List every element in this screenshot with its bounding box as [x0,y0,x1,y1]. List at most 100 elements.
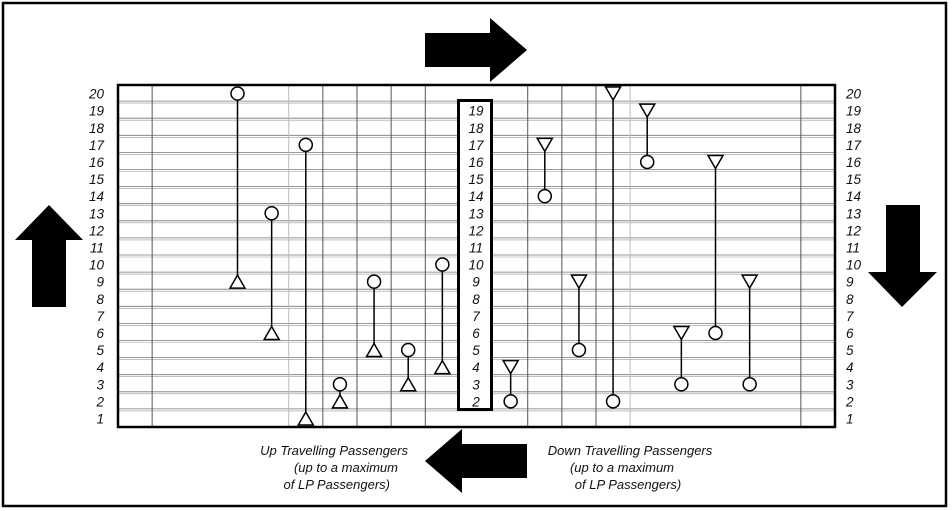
center-floor-label: 19 [468,104,484,119]
floor-label: 15 [89,172,105,187]
up-triangle [296,410,315,426]
origin-circle [674,377,689,392]
arrow-right-icon [425,18,527,82]
floor-label: 15 [846,172,862,187]
floor-label: 2 [845,394,854,409]
center-box-frame [457,99,493,411]
center-floor-label: 6 [472,326,480,341]
up-triangle [399,376,418,392]
floor-label: 11 [90,240,104,255]
floor-label: 13 [846,206,862,221]
floor-label: 19 [89,104,105,119]
down-triangle [501,359,520,376]
floor-label: 20 [845,87,862,102]
origin-circle [605,394,621,409]
center-floor-label: 4 [472,360,480,375]
floor-label: 17 [846,138,862,153]
floor-label: 7 [846,309,854,324]
origin-circle [571,342,587,358]
up-caption-line-3: of LP Passengers) [284,477,390,492]
center-floor-label: 7 [472,309,480,324]
down-triangle [535,137,554,153]
floor-label: 11 [846,240,860,255]
origin-circle [230,86,245,101]
floor-label: 4 [96,360,104,375]
arrow-down-icon [868,205,937,307]
floor-label: 4 [846,360,854,375]
origin-circle [435,257,450,272]
floor-label: 16 [89,155,105,170]
center-floor-label: 8 [472,292,480,307]
up-triangle [433,359,452,375]
floor-label: 3 [96,377,104,392]
floor-label: 16 [846,155,862,170]
down-triangle [570,274,588,290]
floor-label: 5 [96,343,104,358]
center-floor-label: 5 [472,343,480,358]
center-floor-label: 9 [472,275,480,290]
center-floor-label: 15 [468,172,484,187]
floor-label: 10 [89,258,105,273]
center-floor-label: 12 [468,223,484,238]
center-floor-label: 17 [468,138,484,153]
origin-circle [742,377,757,392]
arrow-left-icon [425,429,527,493]
up-triangle [331,393,349,409]
floor-label: 20 [88,87,105,102]
floor-label: 6 [96,326,104,341]
center-floor-label: 3 [472,377,480,392]
floor-label: 8 [96,292,104,307]
up-triangle [365,342,383,358]
floor-label: 10 [846,258,862,273]
origin-circle [332,377,348,392]
down-caption-line-2: (up to a maximum [570,460,674,475]
origin-circle [537,188,553,204]
down-caption: Down Travelling Passengers (up to a maxi… [548,443,713,492]
origin-circle [708,325,723,341]
center-floor-label: 14 [468,189,483,204]
up-caption: Up Travelling Passengers (up to a maximu… [260,443,408,492]
down-caption-line-1: Down Travelling Passengers [548,443,713,458]
center-floor-label: 16 [468,155,484,170]
arrow-up-icon [15,205,83,307]
down-triangle [604,86,622,102]
floor-label: 13 [89,206,105,221]
up-caption-line-2: (up to a maximum [294,460,398,475]
up-triangle [228,273,247,289]
floor-label: 18 [89,121,105,136]
floor-label: 19 [846,104,862,119]
origin-circle [639,154,655,170]
floor-label: 18 [846,121,862,136]
down-triangle [638,103,657,119]
floor-label: 12 [89,223,105,238]
up-caption-line-1: Up Travelling Passengers [260,443,408,458]
floor-label: 8 [846,292,854,307]
floor-label: 1 [96,411,104,426]
floor-label: 17 [89,138,105,153]
grid-border [116,83,837,429]
down-caption-line-3: of LP Passengers) [575,477,681,492]
down-triangle [672,325,691,341]
floor-label: 9 [846,275,854,290]
center-floor-label: 2 [471,394,480,409]
floor-label: 7 [96,309,104,324]
center-floor-label: 18 [468,121,484,136]
floor-label: 14 [846,189,861,204]
floor-label: 14 [89,189,104,204]
passengers [228,86,759,426]
origin-circle [503,394,518,409]
up-triangle [262,324,281,341]
floor-label: 1 [846,411,854,426]
origin-circle [298,137,314,153]
floor-label: 2 [95,394,104,409]
floor-label: 12 [846,223,862,238]
down-triangle [706,154,725,170]
floor-label: 5 [846,343,854,358]
origin-circle [400,342,416,358]
center-floor-label: 10 [468,258,484,273]
